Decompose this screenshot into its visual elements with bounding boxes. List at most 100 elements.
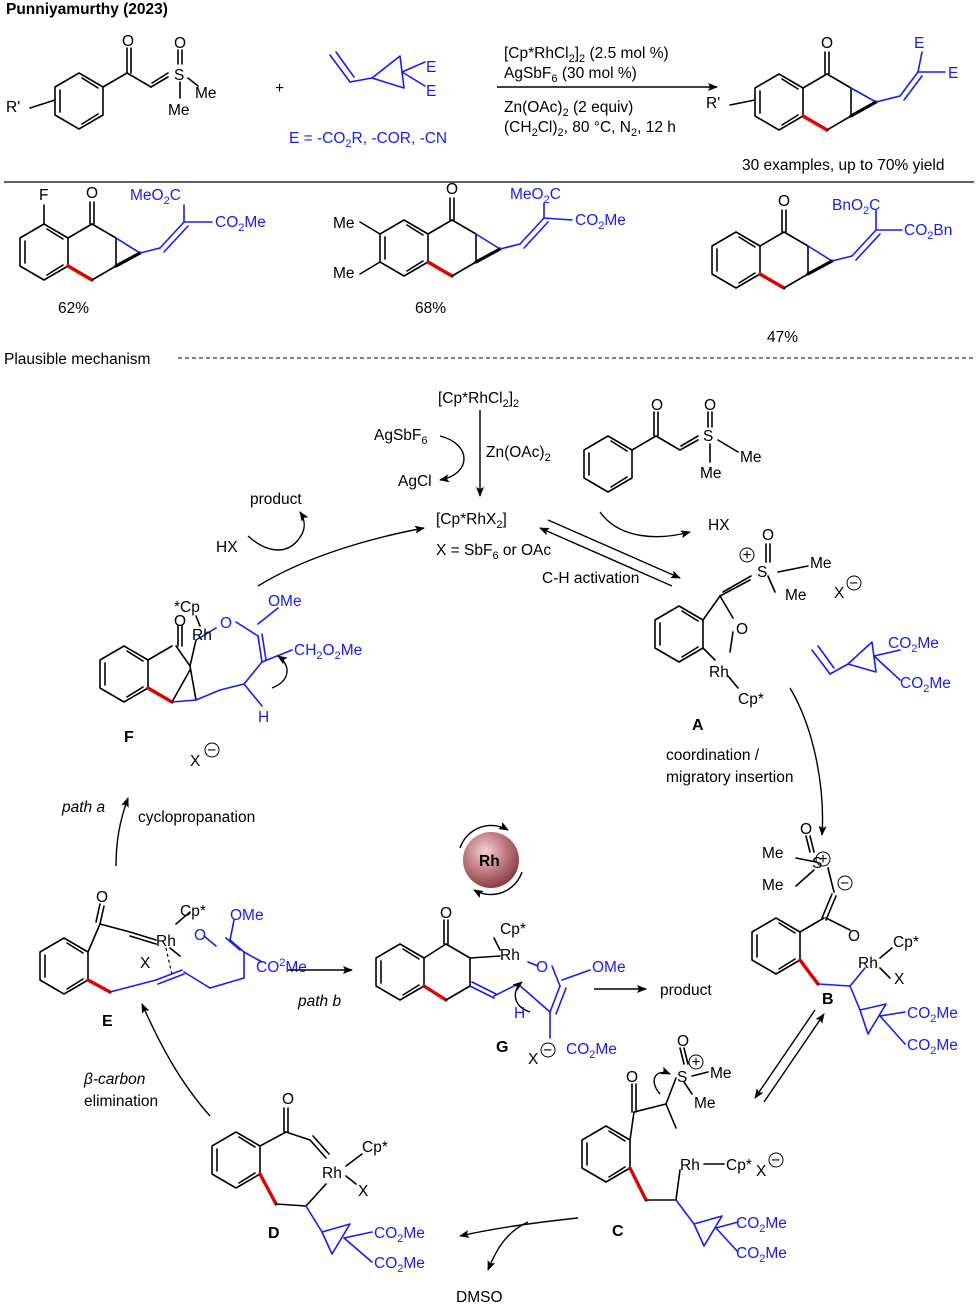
svg-text:X: X — [140, 955, 151, 972]
svg-text:Me: Me — [762, 845, 784, 862]
label-C: C — [612, 1223, 624, 1240]
ch-activation-label: C-H activation — [542, 570, 639, 587]
svg-text:CO2Me: CO2Me — [888, 635, 939, 655]
svg-text:F: F — [39, 187, 48, 204]
svg-text:MeO2C: MeO2C — [510, 186, 561, 206]
label-B: B — [822, 991, 834, 1008]
rh-cycle-badge: Rh — [459, 822, 523, 898]
b-to-c-arrow — [754, 1009, 816, 1099]
yield-47: 47% — [767, 329, 798, 346]
coordination-arrow — [789, 687, 827, 836]
svg-text:Cp*: Cp* — [738, 691, 764, 708]
svg-text:O: O — [174, 613, 186, 630]
label-F: F — [124, 729, 134, 746]
c-to-b-arrow — [763, 1013, 825, 1103]
active-catalyst: [Cp*RhX2] — [436, 511, 507, 531]
svg-text:OMe: OMe — [268, 593, 302, 610]
agsbf6: AgSbF6 — [374, 427, 428, 447]
agcl: AgCl — [398, 473, 432, 490]
svg-text:O: O — [848, 928, 860, 945]
svg-text:Me: Me — [810, 555, 832, 572]
svg-text:E: E — [914, 35, 924, 52]
svg-text:O: O — [174, 35, 186, 52]
svg-text:X: X — [894, 971, 905, 988]
yield-68: 68% — [415, 300, 446, 317]
svg-text:E: E — [948, 65, 958, 82]
scheme-title: Punniyamurthy (2023) — [6, 1, 168, 18]
svg-text:Me: Me — [700, 465, 722, 482]
condition-catalyst: [Cp*RhCl2]2 (2.5 mol %) — [504, 45, 669, 65]
condition-base: Zn(OAc)2 (2 equiv) — [504, 99, 633, 119]
svg-text:CO2Bn: CO2Bn — [904, 222, 952, 242]
svg-text:Me: Me — [694, 1095, 716, 1112]
svg-text:Me: Me — [168, 102, 190, 119]
intermediate-D: O Rh Cp* X CO2Me CO2Me D — [211, 1091, 425, 1275]
label-D: D — [268, 1225, 280, 1242]
svg-text:Rh: Rh — [500, 947, 520, 964]
hx-released: HX — [708, 517, 730, 534]
plus-sign: + — [275, 80, 284, 97]
label-A: A — [692, 717, 704, 734]
svg-text:O: O — [440, 905, 452, 922]
svg-text:X: X — [190, 753, 201, 770]
svg-text:+: + — [819, 851, 828, 868]
svg-text:Cp*: Cp* — [500, 921, 526, 938]
svg-text:S: S — [677, 1069, 687, 1086]
intermediate-E: O Rh Cp* X O OMe CO2Me E — [39, 889, 307, 1030]
reactant-vinylcyclopropane: E E — [329, 51, 436, 100]
svg-text:Rh: Rh — [709, 664, 729, 681]
svg-text:O: O — [282, 1091, 294, 1108]
svg-text:BnO2C: BnO2C — [832, 197, 880, 217]
svg-text:O: O — [194, 927, 206, 944]
svg-text:MeO2C: MeO2C — [130, 187, 181, 207]
intermediate-A: O Rh Cp* S + O Me Me X − A — [654, 527, 862, 734]
reactant-sulfoxonium-ylide: O O S Me Me R' — [6, 33, 217, 130]
svg-text:−: − — [840, 875, 849, 892]
svg-text:CO2Me: CO2Me — [736, 1245, 787, 1265]
path-a-label: path a — [61, 799, 105, 816]
yield-62: 62% — [58, 300, 89, 317]
svg-text:O: O — [536, 959, 548, 976]
svg-text:O: O — [86, 185, 98, 202]
example-1: F O MeO2C CO2Me 62% — [19, 185, 266, 317]
svg-text:O: O — [626, 1069, 638, 1086]
beta-elimination-label-1: β-carbon — [83, 1071, 145, 1088]
svg-text:Rh: Rh — [156, 933, 176, 950]
svg-text:Cp*: Cp* — [362, 1139, 388, 1156]
e-definition: E = -CO2R, -COR, -CN — [289, 130, 447, 150]
svg-text:−: − — [543, 1042, 552, 1059]
svg-text:Rh: Rh — [192, 627, 212, 644]
example-2: Me Me O MeO2C CO2Me 68% — [333, 181, 626, 317]
svg-text:+: + — [743, 547, 752, 564]
svg-text:O: O — [122, 33, 134, 50]
product-from-G: product — [660, 982, 712, 999]
svg-text:E: E — [426, 83, 436, 100]
label-G: G — [496, 1039, 508, 1056]
svg-text:Cp*: Cp* — [893, 934, 919, 951]
svg-text:CO2Me: CO2Me — [256, 957, 307, 976]
svg-text:S: S — [703, 428, 713, 445]
hx-consume-arrow — [247, 511, 309, 551]
intermediate-C: O O S + Me Me Rh Cp* X − CO2Me CO2Me C — [581, 1033, 787, 1265]
mechanism-heading: Plausible mechanism — [4, 351, 150, 368]
svg-text:CO2Me: CO2Me — [374, 1225, 425, 1245]
beta-elimination-arrow — [141, 1003, 211, 1117]
svg-text:CO2Me: CO2Me — [566, 1041, 617, 1061]
svg-text:O: O — [704, 397, 716, 414]
c-to-d-arrow — [459, 1217, 579, 1238]
ch-activation-forward — [547, 519, 681, 579]
f-regeneration-arrow — [257, 525, 425, 587]
svg-text:CO2Me: CO2Me — [374, 1255, 425, 1275]
svg-text:CO2Me: CO2Me — [907, 1005, 958, 1025]
path-a-arrow — [115, 797, 129, 867]
svg-text:Cp*: Cp* — [180, 903, 206, 920]
condition-solvent: (CH2Cl)2, 80 °C, N2, 12 h — [504, 119, 676, 139]
svg-text:O: O — [220, 615, 232, 632]
svg-text:Me: Me — [740, 449, 762, 466]
svg-text:CO2Me: CO2Me — [736, 1215, 787, 1235]
svg-text:X: X — [834, 585, 845, 602]
svg-text:Me: Me — [710, 1065, 732, 1082]
svg-text:O: O — [736, 621, 748, 638]
intermediate-F: O *Cp Rh O OMe CH2O2Me H X − F — [99, 593, 362, 770]
